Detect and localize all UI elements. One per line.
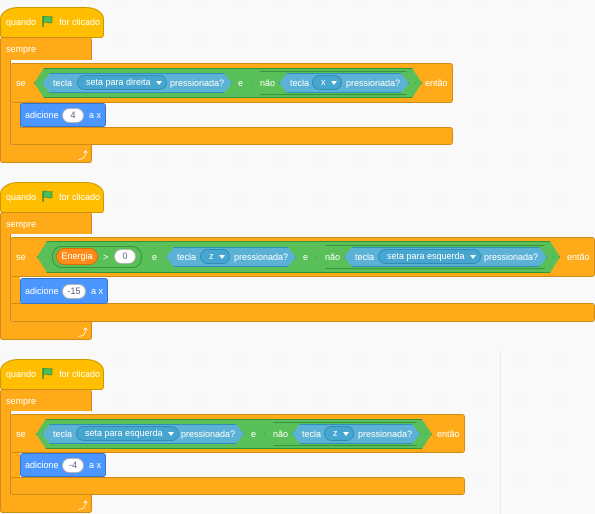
pressed-label: pressionada? bbox=[181, 429, 236, 439]
dropdown-caret-icon bbox=[469, 254, 476, 259]
green-flag-icon bbox=[42, 367, 53, 379]
to-x-label: a x bbox=[91, 286, 104, 296]
key-label: tecla bbox=[53, 78, 73, 88]
to-x-label: a x bbox=[89, 110, 102, 120]
key-pressed-sensing[interactable] bbox=[279, 73, 409, 93]
hat-when-label: quando bbox=[6, 17, 37, 27]
pressed-label: pressionada? bbox=[234, 252, 289, 262]
key-dropdown[interactable]: x bbox=[312, 75, 342, 90]
loop-arrow-icon: ⤴ bbox=[78, 151, 88, 162]
then-label: então bbox=[437, 429, 460, 439]
add-label: adicione bbox=[25, 110, 59, 120]
change-x-block[interactable] bbox=[20, 278, 108, 304]
hat-clicked-label: for clicado bbox=[59, 17, 101, 27]
dropdown-caret-icon bbox=[155, 80, 162, 85]
if-label: se bbox=[16, 78, 26, 88]
key-dropdown[interactable]: seta para esquerda bbox=[76, 426, 179, 441]
and-label: e bbox=[303, 252, 309, 262]
key-label: tecla bbox=[302, 429, 322, 439]
green-flag-icon bbox=[42, 190, 53, 202]
key-label: tecla bbox=[290, 78, 310, 88]
key-label: tecla bbox=[355, 252, 375, 262]
change-x-value-input[interactable]: -15 bbox=[62, 284, 86, 299]
pressed-label: pressionada? bbox=[170, 78, 225, 88]
pressed-label: pressionada? bbox=[358, 429, 413, 439]
dropdown-caret-icon bbox=[167, 431, 174, 436]
then-label: então bbox=[567, 252, 590, 262]
dropdown-caret-icon bbox=[342, 431, 349, 436]
key-dropdown[interactable]: seta para esquerda bbox=[378, 249, 481, 264]
loop-arrow-icon: ⤴ bbox=[78, 501, 88, 512]
key-pressed-sensing[interactable] bbox=[166, 247, 296, 267]
to-x-label: a x bbox=[89, 460, 102, 470]
hat-clicked-label: for clicado bbox=[59, 369, 101, 379]
key-dropdown[interactable]: z bbox=[200, 249, 230, 264]
not-label: não bbox=[260, 78, 276, 88]
key-label: tecla bbox=[177, 252, 197, 262]
if-block-bottom bbox=[10, 303, 595, 322]
when-flag-clicked-hat[interactable]: quando for clicado bbox=[0, 182, 104, 213]
not-label: não bbox=[273, 429, 289, 439]
loop-arrow-icon: ⤴ bbox=[78, 328, 88, 339]
if-label: se bbox=[16, 429, 26, 439]
and-label: e bbox=[251, 429, 257, 439]
forever-label: sempre bbox=[6, 396, 37, 406]
not-label: não bbox=[325, 252, 341, 262]
change-x-value-input[interactable]: -4 bbox=[62, 458, 84, 473]
hat-when-label: quando bbox=[6, 369, 37, 379]
if-block-bottom bbox=[10, 127, 453, 145]
greater-than-label: > bbox=[103, 252, 109, 262]
forever-label: sempre bbox=[6, 219, 37, 229]
and-label: e bbox=[152, 252, 158, 262]
dropdown-caret-icon bbox=[218, 254, 225, 259]
key-label: tecla bbox=[53, 429, 73, 439]
dropdown-caret-icon bbox=[330, 80, 337, 85]
green-flag-icon bbox=[42, 15, 53, 27]
change-x-value-input[interactable]: 4 bbox=[62, 108, 84, 123]
if-label: se bbox=[16, 252, 26, 262]
key-dropdown[interactable]: seta para direita bbox=[77, 75, 167, 90]
when-flag-clicked-hat[interactable]: quando for clicado bbox=[0, 359, 104, 390]
add-label: adicione bbox=[25, 460, 59, 470]
hat-when-label: quando bbox=[6, 192, 37, 202]
variable-energia[interactable]: Energia bbox=[56, 248, 98, 265]
if-block-bottom bbox=[10, 477, 465, 495]
and-label: e bbox=[238, 78, 244, 88]
key-dropdown[interactable]: z bbox=[324, 426, 354, 441]
then-label: então bbox=[425, 78, 448, 88]
pressed-label: pressionada? bbox=[484, 252, 539, 262]
pressed-label: pressionada? bbox=[346, 78, 401, 88]
add-label: adicione bbox=[25, 286, 59, 296]
when-flag-clicked-hat[interactable]: quando for clicado bbox=[0, 7, 104, 38]
hat-clicked-label: for clicado bbox=[59, 192, 101, 202]
compare-value-input[interactable]: 0 bbox=[114, 249, 136, 264]
workspace-divider bbox=[500, 350, 501, 514]
forever-label: sempre bbox=[6, 44, 37, 54]
